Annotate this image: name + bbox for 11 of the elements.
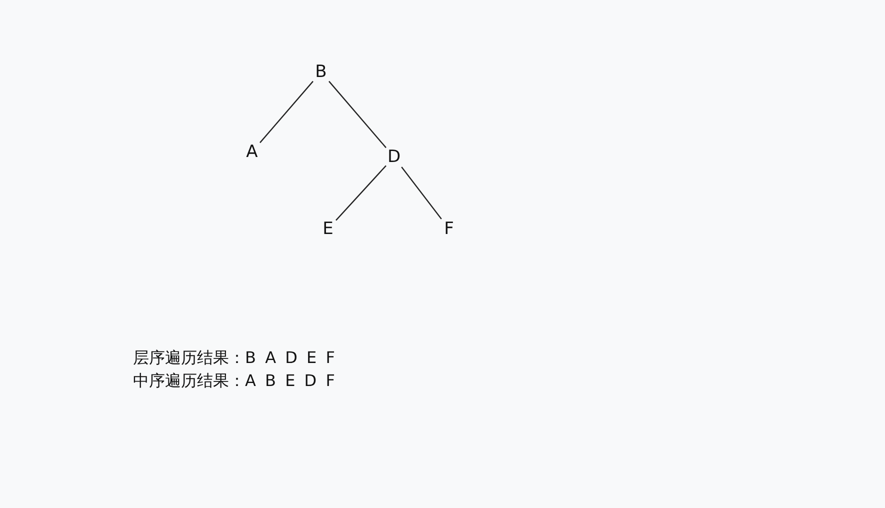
- node-letter: D: [386, 147, 402, 167]
- node-letter: A: [244, 142, 260, 162]
- tree-edge: [401, 166, 442, 220]
- node-letter: B: [313, 62, 329, 82]
- tree-edge: [328, 80, 386, 148]
- result-text: 中序遍历结果：A B E D F: [133, 370, 335, 392]
- tree-edge: [336, 165, 386, 221]
- result-text: 层序遍历结果：B A D E F: [133, 347, 335, 369]
- node-letter: F: [441, 219, 457, 239]
- tree-edge: [260, 80, 314, 144]
- node-letter: E: [320, 219, 336, 239]
